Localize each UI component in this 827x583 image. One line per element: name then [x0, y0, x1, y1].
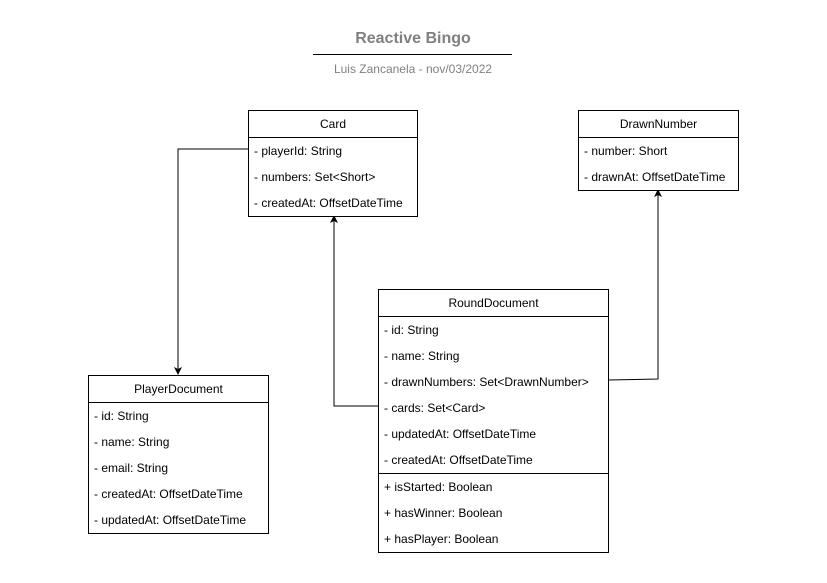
class-card-name: Card — [249, 111, 417, 138]
diagram-title: Reactive Bingo — [355, 30, 471, 47]
title-divider — [313, 54, 512, 55]
attribute-row: - name: String — [384, 349, 460, 363]
class-round-document: RoundDocument - id: String - name: Strin… — [378, 289, 609, 553]
attribute-row: - createdAt: OffsetDateTime — [384, 453, 533, 467]
class-player-document-name: PlayerDocument — [89, 376, 268, 403]
attribute-row: - updatedAt: OffsetDateTime — [384, 427, 537, 441]
operation-row: + hasPlayer: Boolean — [384, 532, 499, 546]
attribute-row: - playerId: String — [254, 144, 343, 158]
diagram-subtitle: Luis Zancanela - nov/03/2022 — [333, 62, 493, 76]
class-round-document-attributes: - id: String - name: String - drawnNumbe… — [379, 317, 608, 473]
attribute-row: - cards: Set<Card> — [384, 401, 486, 415]
attribute-row: - email: String — [94, 461, 169, 475]
class-card-attributes: - playerId: String - numbers: Set<Short>… — [249, 138, 417, 216]
attribute-row: - drawnNumbers: Set<DrawnNumber> — [384, 375, 589, 389]
connector-card-to-playerdocument — [174, 148, 254, 375]
connector-rounddocument-to-card — [330, 215, 384, 407]
class-round-document-operations: + isStarted: Boolean + hasWinner: Boolea… — [379, 473, 608, 552]
operation-row: + isStarted: Boolean — [384, 480, 493, 494]
class-player-document: PlayerDocument - id: String - name: Stri… — [88, 375, 269, 534]
class-drawn-number: DrawnNumber - number: Short - drawnAt: O… — [578, 110, 739, 191]
attribute-row: - createdAt: OffsetDateTime — [254, 196, 403, 210]
class-drawn-number-name: DrawnNumber — [579, 111, 738, 138]
class-card: Card - playerId: String - numbers: Set<S… — [248, 110, 418, 217]
class-player-document-attributes: - id: String - name: String - email: Str… — [89, 403, 268, 533]
class-drawn-number-attributes: - number: Short - drawnAt: OffsetDateTim… — [579, 138, 738, 190]
attribute-row: - numbers: Set<Short> — [254, 170, 376, 184]
attribute-row: - drawnAt: OffsetDateTime — [584, 170, 726, 184]
attribute-row: - number: Short — [584, 144, 668, 158]
connector-rounddocument-to-drawnnumber — [607, 189, 662, 381]
attribute-row: - createdAt: OffsetDateTime — [94, 487, 243, 501]
attribute-row: - id: String — [384, 323, 439, 337]
class-round-document-name: RoundDocument — [379, 290, 608, 317]
operation-row: + hasWinner: Boolean — [384, 506, 503, 520]
attribute-row: - name: String — [94, 435, 170, 449]
attribute-row: - id: String — [94, 409, 149, 423]
attribute-row: - updatedAt: OffsetDateTime — [94, 513, 247, 527]
